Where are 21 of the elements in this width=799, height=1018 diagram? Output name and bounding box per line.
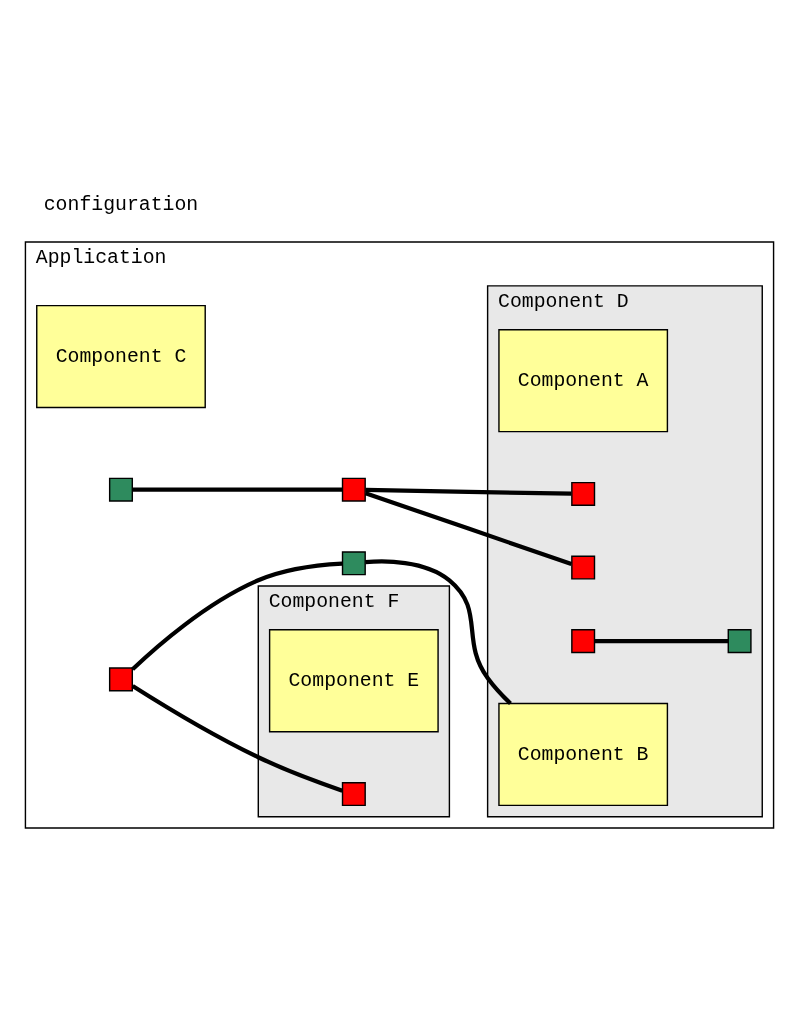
- node-box: [108, 477, 133, 502]
- label: configuration: [43, 193, 199, 216]
- connector: [131, 683, 344, 793]
- node-box: [727, 628, 752, 653]
- node-box: Component C: [36, 304, 206, 408]
- connector: [365, 487, 572, 496]
- connector: [594, 638, 729, 643]
- node-box: Component B: [498, 702, 669, 806]
- node-box: [571, 628, 596, 653]
- connector: [365, 558, 512, 705]
- node-box: Component A: [498, 328, 669, 432]
- connector: [132, 487, 343, 492]
- node-box: [341, 477, 366, 502]
- node-box: [571, 481, 596, 506]
- node-box: [341, 781, 366, 806]
- node-box: [108, 666, 133, 691]
- node-box: [571, 555, 596, 580]
- connector: [364, 490, 573, 566]
- node-box: Component E: [268, 628, 439, 732]
- connector: [131, 561, 343, 671]
- node-box: [341, 550, 366, 575]
